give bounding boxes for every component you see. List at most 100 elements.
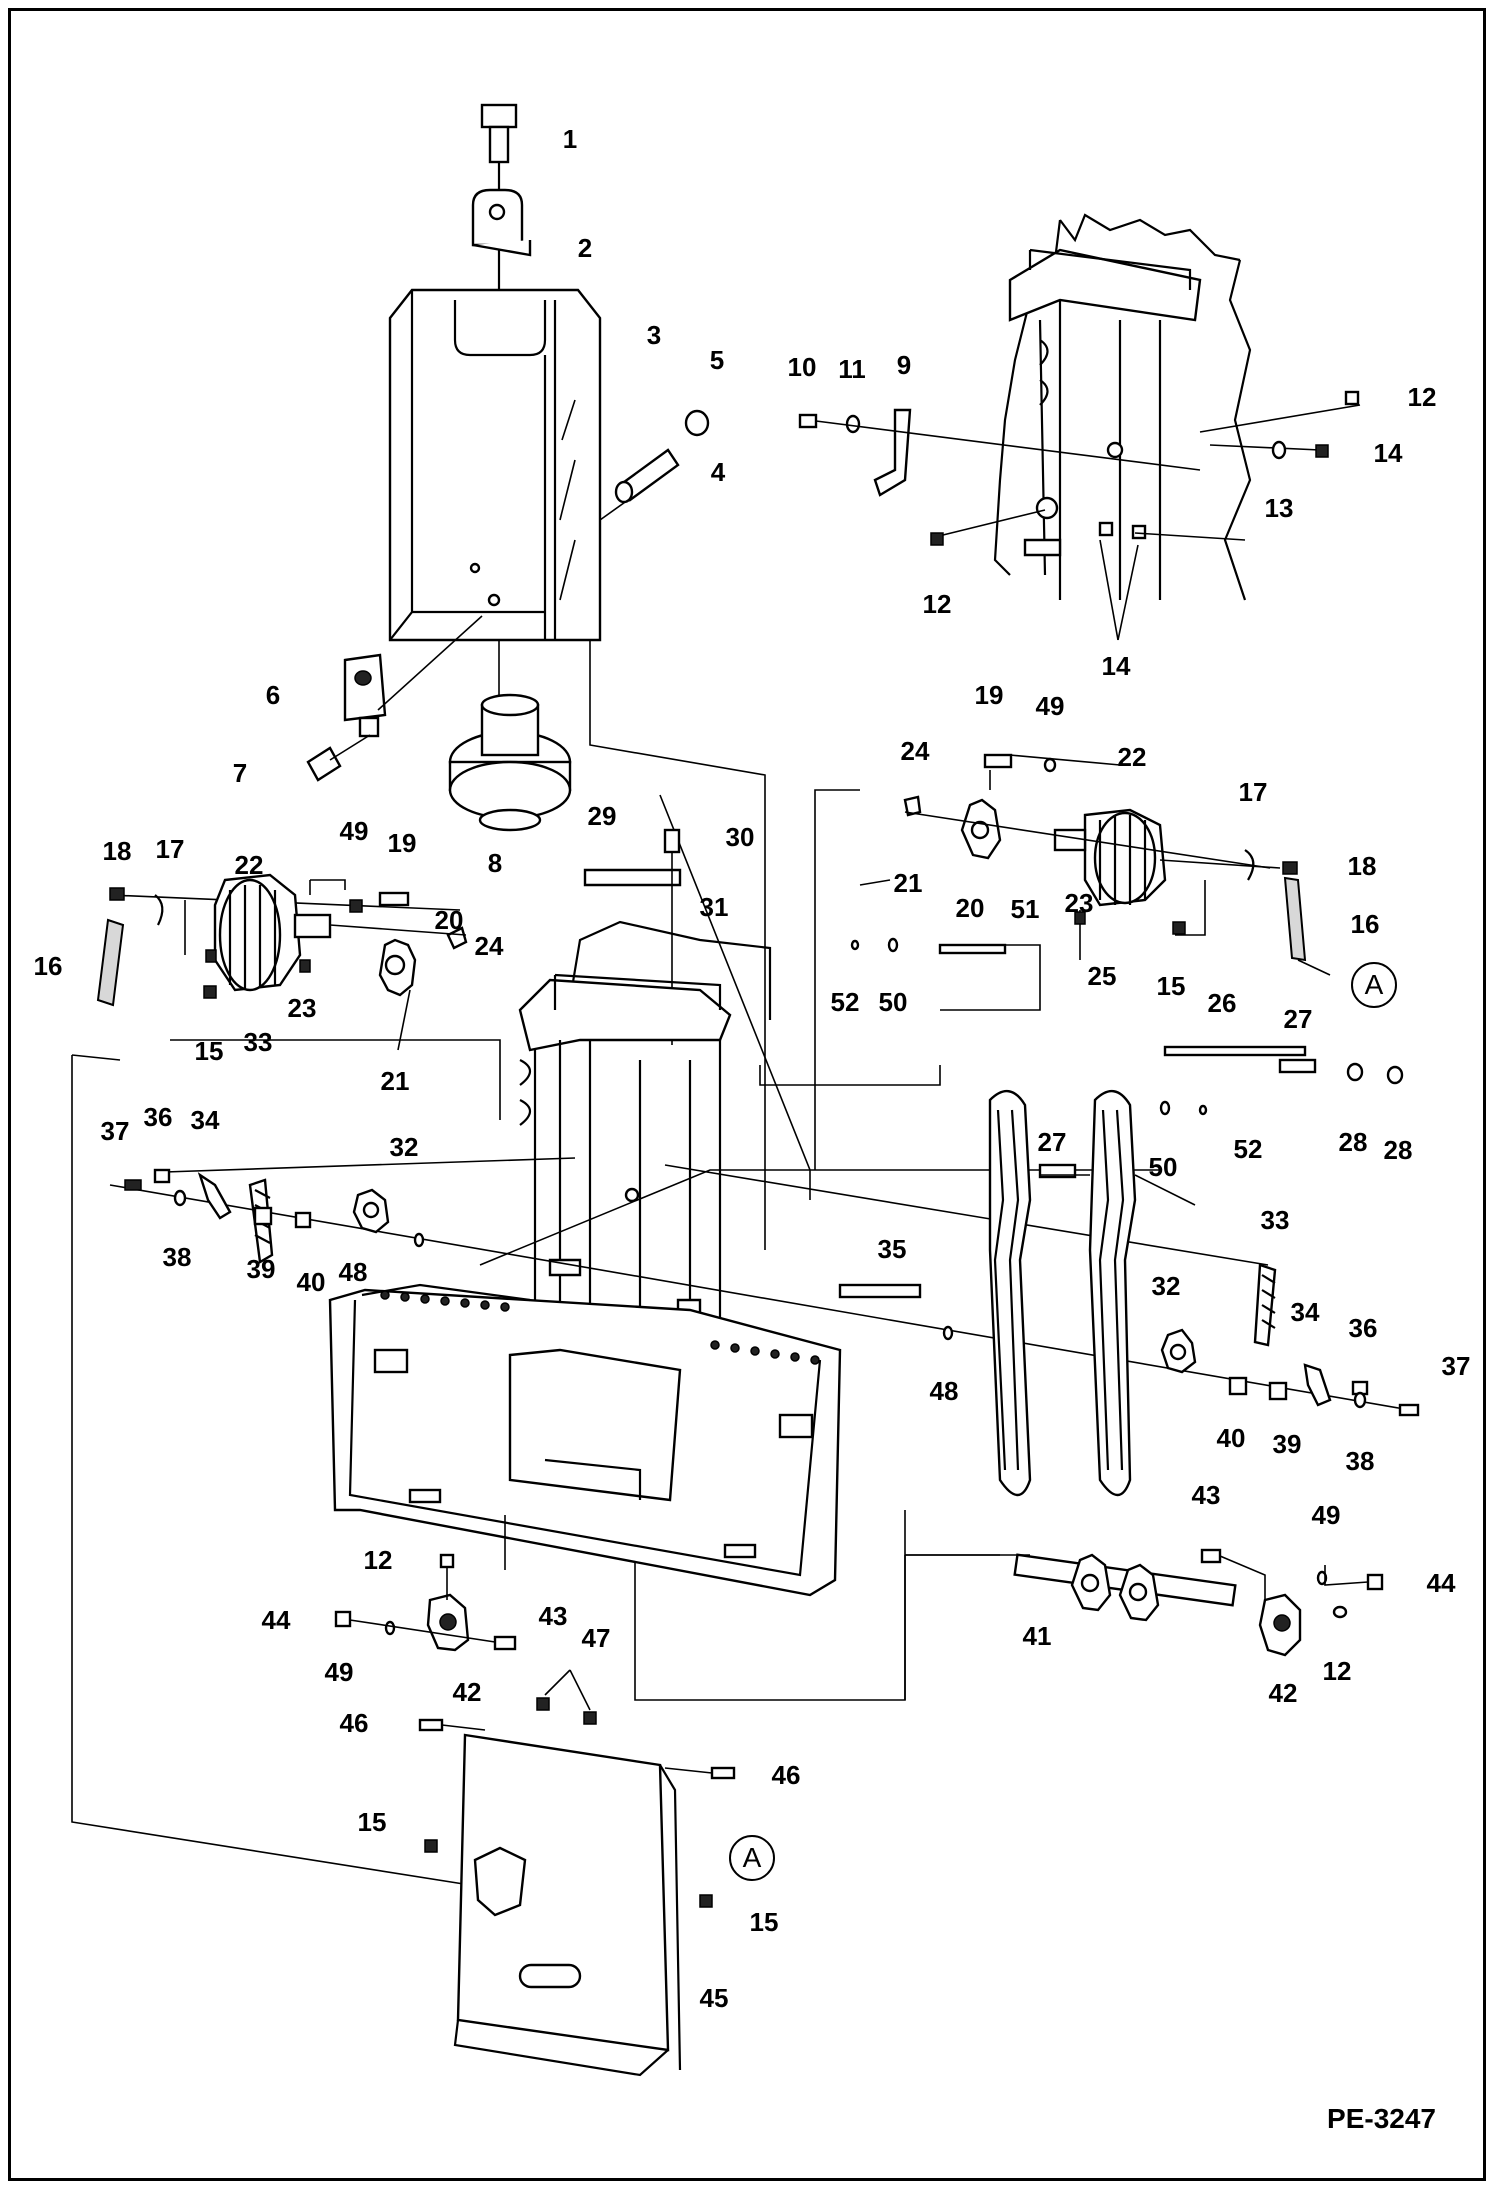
- callout-37: 37: [1441, 1351, 1471, 1381]
- callout-52: 52: [830, 987, 860, 1017]
- callout-39: 39: [1272, 1429, 1302, 1459]
- plate-holes-right: [710, 1340, 820, 1365]
- callout-38: 38: [1345, 1446, 1375, 1476]
- callout-40: 40: [1216, 1423, 1246, 1453]
- callout-44: 44: [1426, 1568, 1456, 1598]
- callout-49: 49: [324, 1657, 354, 1687]
- callout-19: 19: [974, 680, 1004, 710]
- callout-24: 24: [900, 736, 930, 766]
- callout-49: 49: [1035, 691, 1065, 721]
- callout-21: 21: [893, 868, 923, 898]
- center-shaft-line: [109, 1157, 1420, 1417]
- callout-33: 33: [1260, 1205, 1290, 1235]
- callout-42: 42: [452, 1677, 482, 1707]
- callout-27: 27: [1037, 1127, 1067, 1157]
- callout-15: 15: [194, 1036, 224, 1066]
- callout-33: 33: [243, 1027, 273, 1057]
- diagram-border: [8, 8, 1486, 2181]
- callout-22: 22: [234, 850, 264, 880]
- drawing-code: PE-3247: [1327, 2103, 1436, 2134]
- lower-right-shaft: [1013, 1548, 1384, 1657]
- callout-27: 27: [1283, 1004, 1313, 1034]
- callout-51: 51: [1010, 894, 1040, 924]
- callout-40: 40: [296, 1267, 326, 1297]
- plate-holes-left: [380, 1290, 510, 1312]
- callout-3: 3: [646, 320, 662, 350]
- callout-45: 45: [699, 1983, 729, 2013]
- callout-14: 14: [1373, 438, 1403, 468]
- mount-plate: [328, 1065, 941, 1597]
- callout-18: 18: [102, 836, 132, 866]
- upper-housing-group: [306, 103, 710, 832]
- callout-10: 10: [787, 352, 817, 382]
- callout-31: 31: [699, 892, 729, 922]
- callout-48: 48: [338, 1257, 368, 1287]
- callout-32: 32: [389, 1132, 419, 1162]
- callout-30: 30: [725, 822, 755, 852]
- callout-25: 25: [1087, 961, 1117, 991]
- callout-15: 15: [1156, 971, 1186, 1001]
- callout-32: 32: [1151, 1271, 1181, 1301]
- callout-47: 47: [581, 1623, 611, 1653]
- callout-43: 43: [538, 1601, 568, 1631]
- drive-chains: [850, 937, 1404, 1497]
- callout-18: 18: [1347, 851, 1377, 881]
- callout-7: 7: [232, 758, 248, 788]
- callout-34: 34: [1290, 1297, 1320, 1327]
- callout-35: 35: [877, 1234, 907, 1264]
- callout-12: 12: [922, 589, 952, 619]
- callout-17: 17: [1238, 777, 1268, 807]
- callout-38: 38: [162, 1242, 192, 1272]
- callout-50: 50: [1148, 1152, 1178, 1182]
- callout-13: 13: [1264, 493, 1294, 523]
- callout-52: 52: [1233, 1134, 1263, 1164]
- assembly-lines: [71, 608, 1160, 1886]
- callout-23: 23: [287, 993, 317, 1023]
- callout-19: 19: [387, 828, 417, 858]
- callout-44: 44: [261, 1605, 291, 1635]
- lower-left-bearing: [334, 1553, 517, 1652]
- callout-49: 49: [339, 816, 369, 846]
- callout-12: 12: [1322, 1656, 1352, 1686]
- callout-12: 12: [363, 1545, 393, 1575]
- callout-28: 28: [1338, 1127, 1368, 1157]
- callout-21: 21: [380, 1066, 410, 1096]
- callout-36: 36: [1348, 1313, 1378, 1343]
- callout-36: 36: [143, 1102, 173, 1132]
- callout-28: 28: [1383, 1135, 1413, 1165]
- callout-22: 22: [1117, 742, 1147, 772]
- callout-48: 48: [929, 1376, 959, 1406]
- callout-12: 12: [1407, 382, 1437, 412]
- upper-right-carriage: [798, 213, 1361, 641]
- callout-2: 2: [577, 233, 593, 263]
- reference-marker-a: A: [729, 1835, 775, 1881]
- callout-46: 46: [771, 1760, 801, 1790]
- callout-16: 16: [33, 951, 63, 981]
- reference-marker-a: A: [1351, 962, 1397, 1008]
- callout-37: 37: [100, 1116, 130, 1146]
- callout-15: 15: [357, 1807, 387, 1837]
- callout-5: 5: [709, 345, 725, 375]
- callout-26: 26: [1207, 988, 1237, 1018]
- callout-49: 49: [1311, 1500, 1341, 1530]
- callout-29: 29: [587, 801, 617, 831]
- right-drive-unit: [859, 753, 1331, 976]
- callout-6: 6: [265, 680, 281, 710]
- callout-24: 24: [474, 931, 504, 961]
- callout-50: 50: [878, 987, 908, 1017]
- callout-43: 43: [1191, 1480, 1221, 1510]
- callout-14: 14: [1101, 651, 1131, 681]
- callout-17: 17: [155, 834, 185, 864]
- callout-23: 23: [1064, 888, 1094, 918]
- left-drive-unit: [96, 873, 501, 1120]
- callout-46: 46: [339, 1708, 369, 1738]
- center-frame: [518, 828, 772, 1330]
- callout-16: 16: [1350, 909, 1380, 939]
- callout-11: 11: [838, 354, 866, 384]
- callout-20: 20: [434, 905, 464, 935]
- callout-20: 20: [955, 893, 985, 923]
- callout-8: 8: [487, 848, 503, 878]
